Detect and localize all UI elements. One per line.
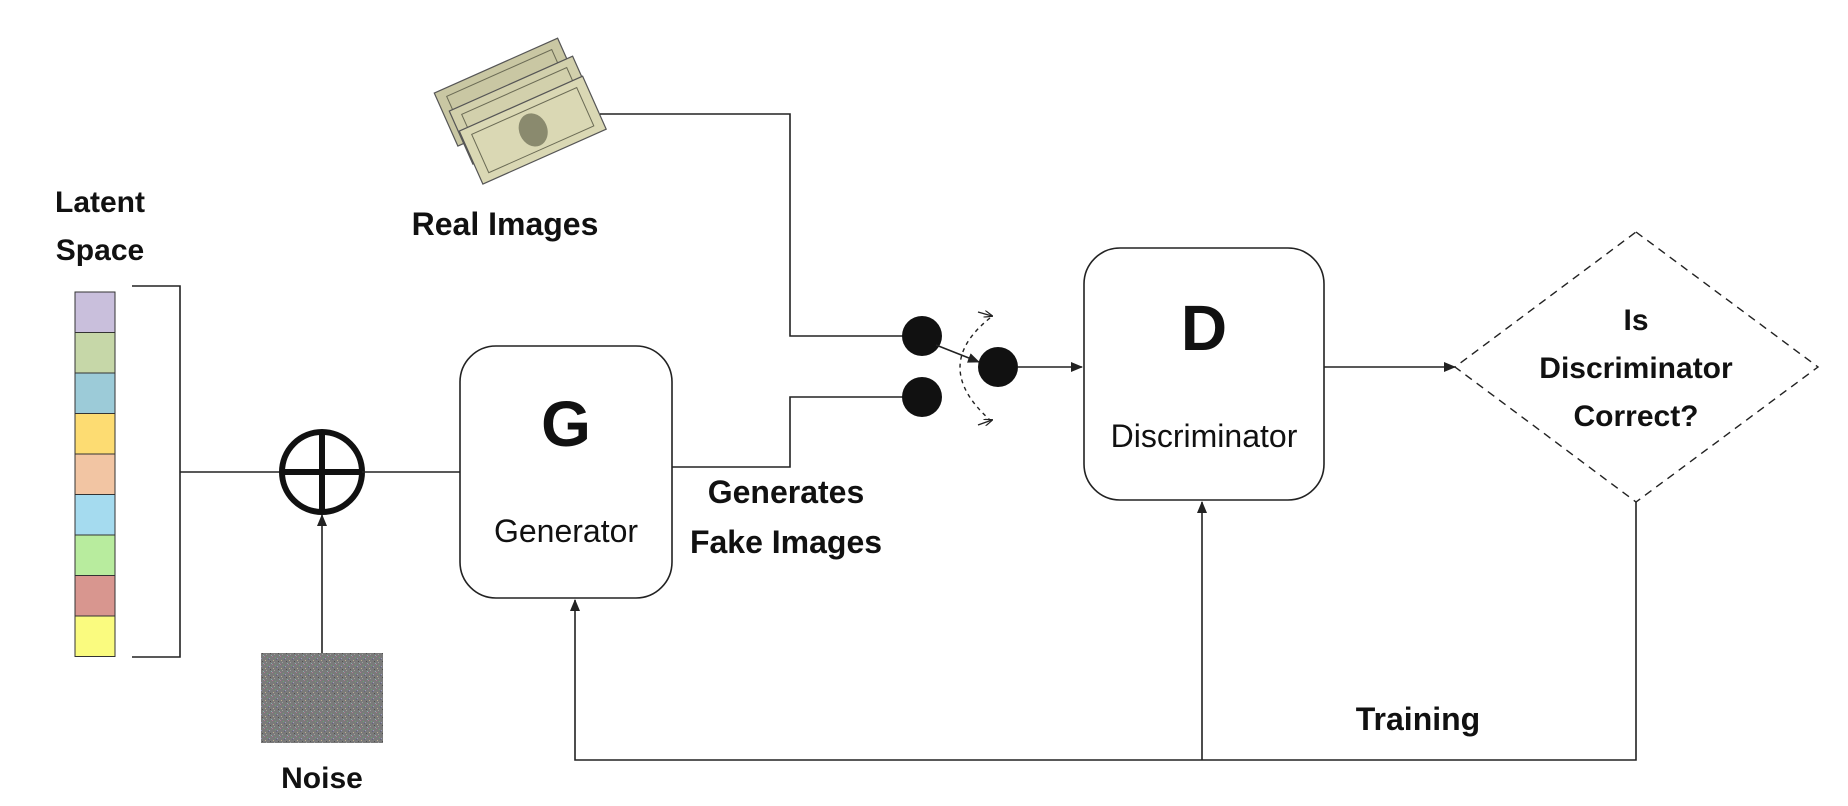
switch-arc-arrow-bottom [977, 420, 992, 425]
discriminator-box [1083, 247, 1325, 501]
switch-real-terminal [902, 316, 942, 356]
switch [902, 312, 1018, 425]
decision-label-1: Is [1623, 304, 1648, 337]
decision-label-3: Correct? [1573, 400, 1698, 433]
latent-vector-cell [74, 534, 116, 576]
latent-vector-cell [74, 453, 116, 495]
sum-node-icon [279, 429, 365, 515]
real-images-line [600, 113, 922, 337]
noise: Noise [261, 514, 383, 795]
generator-output-label-1: Generates [708, 474, 865, 510]
switch-toggle-arc [959, 317, 991, 421]
generator-block: G Generator [459, 345, 673, 599]
latent-vector-cell [74, 494, 116, 536]
latent-vector-cell [74, 413, 116, 455]
switch-fake-terminal [902, 377, 942, 417]
decision-label-2: Discriminator [1539, 352, 1733, 385]
discriminator-block: D Discriminator [1083, 247, 1325, 501]
generator-name: Generator [494, 513, 638, 549]
decision-node: Is Discriminator Correct? [1453, 231, 1820, 503]
discriminator-name: Discriminator [1111, 418, 1298, 454]
fake-images-line [672, 396, 922, 468]
latent-bracket [132, 285, 181, 658]
training-label: Training [1356, 701, 1480, 737]
generator-box [459, 345, 673, 599]
discriminator-letter: D [1181, 292, 1227, 364]
money-icon [433, 37, 607, 185]
switch-arm [935, 344, 980, 363]
switch-arc-arrow-top [977, 312, 992, 316]
latent-vector-cell [74, 372, 116, 414]
latent-space-label-2: Space [56, 234, 144, 267]
switch-output-terminal [978, 347, 1018, 387]
generator-output-label-2: Fake Images [690, 524, 882, 560]
latent-vector-cell [74, 615, 116, 657]
latent-vector-cell [74, 575, 116, 617]
generator-letter: G [541, 388, 591, 460]
latent-vector-cell [74, 332, 116, 374]
training-to-generator-arrow [570, 502, 1637, 761]
noise-label: Noise [281, 762, 363, 795]
latent-vector-cell [74, 291, 116, 333]
latent-space: Latent Space [55, 186, 181, 658]
real-images-label: Real Images [412, 206, 599, 242]
latent-space-label-1: Latent [55, 186, 145, 219]
noise-image [261, 653, 383, 743]
latent-vector [74, 291, 116, 657]
real-images: Real Images [412, 37, 607, 242]
